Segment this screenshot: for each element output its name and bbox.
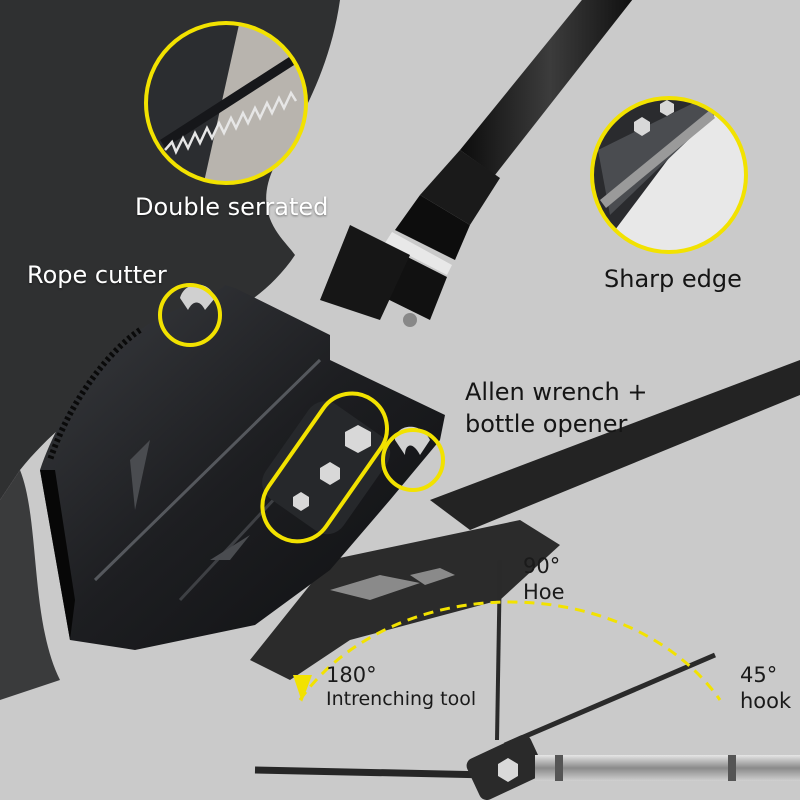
angle-45-value: 45°: [740, 663, 778, 687]
angle-90-value: 90°: [523, 554, 561, 578]
angle-90-mode: Hoe: [523, 580, 565, 605]
angle-45-label: 45° hook: [740, 662, 791, 715]
handle-shadow: [430, 360, 800, 530]
angle-180-label: 180° Intrenching tool: [326, 662, 476, 712]
shovel-blade: [40, 284, 445, 650]
hex-holes-ring: [260, 391, 389, 544]
blade-shadow: [250, 520, 560, 680]
allen-wrench-label: Allen wrench + bottle opener: [465, 376, 647, 441]
arc-arrowhead: [293, 675, 312, 702]
allen-wrench-line1: Allen wrench +: [465, 378, 648, 406]
hex-hole-small: [293, 492, 309, 511]
shovel-handle: [320, 0, 633, 327]
sharp-edge-detail-circle: [590, 96, 748, 254]
double-serrated-label: Double serrated: [135, 193, 329, 221]
angle-45-mode: hook: [740, 689, 792, 714]
folding-positions-diagram: [254, 559, 800, 800]
sharp-edge-label: Sharp edge: [604, 265, 742, 293]
rotation-arc: [298, 600, 722, 701]
rope-cutter-label: Rope cutter: [27, 261, 167, 289]
angle-180-value: 180°: [326, 663, 377, 687]
angle-180-mode: Intrenching tool: [326, 688, 477, 711]
angle-90-label: 90° Hoe: [523, 553, 565, 606]
rope-cutter-ring: [158, 283, 222, 347]
hex-hole-large: [345, 425, 371, 453]
hex-hole-medium: [320, 462, 340, 485]
allen-wrench-line2: bottle opener: [465, 410, 628, 439]
bottle-opener-ring: [381, 428, 445, 492]
